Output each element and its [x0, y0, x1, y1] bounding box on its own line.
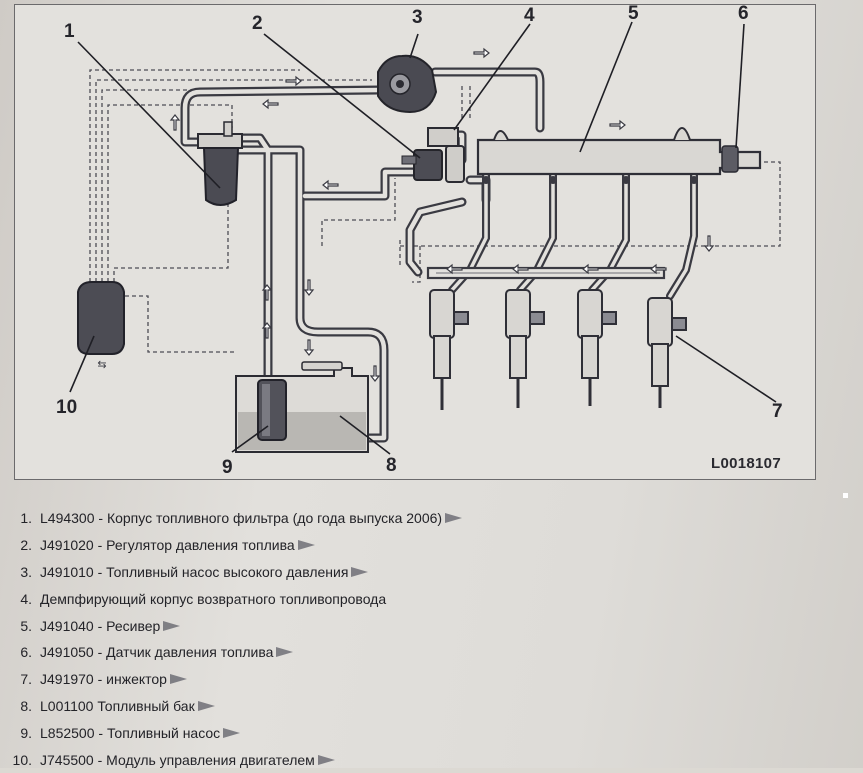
legend-number: 10. — [12, 751, 32, 768]
injector-1 — [429, 289, 469, 410]
legend-text: J491020 - Регулятор давления топлива — [40, 537, 295, 554]
scan-mark — [843, 493, 848, 498]
link-arrow-icon[interactable] — [317, 754, 335, 765]
legend-text: Демпфирующий корпус возвратного топливоп… — [40, 590, 387, 607]
link-arrow-icon[interactable] — [351, 566, 369, 577]
callout-1: 1 — [64, 21, 75, 42]
injector-3 — [577, 289, 617, 406]
legend-item: 4. Демпфирующий корпус возвратного топли… — [6, 585, 856, 612]
legend-item: 3. J491010 - Топливный насос высокого да… — [6, 559, 856, 586]
legend-item: 2. J491020 - Регулятор давления топлива — [6, 532, 856, 559]
leader-lines — [69, 21, 777, 455]
link-arrow-icon[interactable] — [169, 674, 187, 685]
link-arrow-icon[interactable] — [297, 540, 315, 551]
callout-6: 6 — [738, 3, 749, 24]
legend-text: L852500 - Топливный насос — [40, 724, 221, 741]
legend-number: 3. — [20, 563, 32, 580]
legend-text: J491970 - инжектор — [40, 671, 167, 688]
fuel-pipes — [180, 67, 545, 443]
injector-lines — [448, 168, 698, 300]
callout-8: 8 — [386, 455, 397, 476]
engine-control-module: ⇆ — [77, 281, 125, 371]
legend-number: 8. — [20, 697, 32, 714]
legend-item: 6. J491050 - Датчик давления топлива — [6, 639, 856, 666]
legend-number: 7. — [20, 671, 32, 688]
callout-2: 2 — [252, 13, 263, 34]
fuel-system-diagram: ⇆ — [69, 21, 781, 455]
legend-item: 7. J491970 - инжектор — [6, 666, 856, 693]
legend-number: 2. — [20, 537, 32, 554]
callout-3: 3 — [412, 7, 423, 28]
fuel-rail — [476, 127, 762, 184]
link-arrow-icon[interactable] — [223, 727, 241, 738]
callout-5: 5 — [628, 3, 639, 24]
legend-item: 10. J745500 - Модуль управления двигател… — [6, 746, 856, 773]
legend-number: 1. — [20, 510, 32, 527]
legend-number: 5. — [20, 617, 32, 634]
legend-text: J745500 - Модуль управления двигателем — [40, 751, 315, 768]
injector-2 — [505, 289, 545, 408]
link-arrow-icon[interactable] — [445, 513, 463, 524]
legend-item: 8. L001100 Топливный бак — [6, 693, 856, 720]
return-line — [426, 266, 666, 280]
injectors — [429, 289, 687, 410]
legend-text: J491010 - Топливный насос высокого давле… — [40, 563, 349, 580]
legend-item: 1. L494300 - Корпус топливного фильтра (… — [6, 505, 856, 532]
legend-text: J491050 - Датчик давления топлива — [40, 644, 274, 661]
figure-code: L0018107 — [711, 455, 781, 472]
legend-list: 1. L494300 - Корпус топливного фильтра (… — [6, 505, 856, 773]
svg-text:⇆: ⇆ — [97, 358, 106, 371]
fuel-filter — [197, 121, 243, 206]
callout-9: 9 — [222, 457, 233, 478]
flow-arrows — [169, 47, 715, 382]
callout-10: 10 — [56, 397, 78, 418]
legend-item: 9. L852500 - Топливный насос — [6, 719, 856, 746]
link-arrow-icon[interactable] — [163, 620, 181, 631]
fuel-tank — [235, 361, 369, 453]
return-damper — [427, 127, 465, 183]
callout-4: 4 — [524, 5, 535, 26]
pressure-regulator — [401, 149, 443, 181]
link-arrow-icon[interactable] — [197, 700, 215, 711]
legend-number: 9. — [20, 724, 32, 741]
legend-number: 6. — [20, 644, 32, 661]
legend-text: L001100 Топливный бак — [40, 697, 195, 714]
callout-7: 7 — [772, 401, 783, 422]
legend-number: 4. — [20, 590, 32, 607]
high-pressure-pump — [377, 54, 438, 114]
link-arrow-icon[interactable] — [276, 647, 294, 658]
tank-fuel-pump — [257, 379, 287, 441]
injector-4 — [647, 297, 687, 408]
pressure-sensor — [721, 145, 739, 173]
legend-text: L494300 - Корпус топливного фильтра (до … — [40, 510, 443, 527]
legend-item: 5. J491040 - Ресивер — [6, 612, 856, 639]
legend-text: J491040 - Ресивер — [40, 617, 161, 634]
